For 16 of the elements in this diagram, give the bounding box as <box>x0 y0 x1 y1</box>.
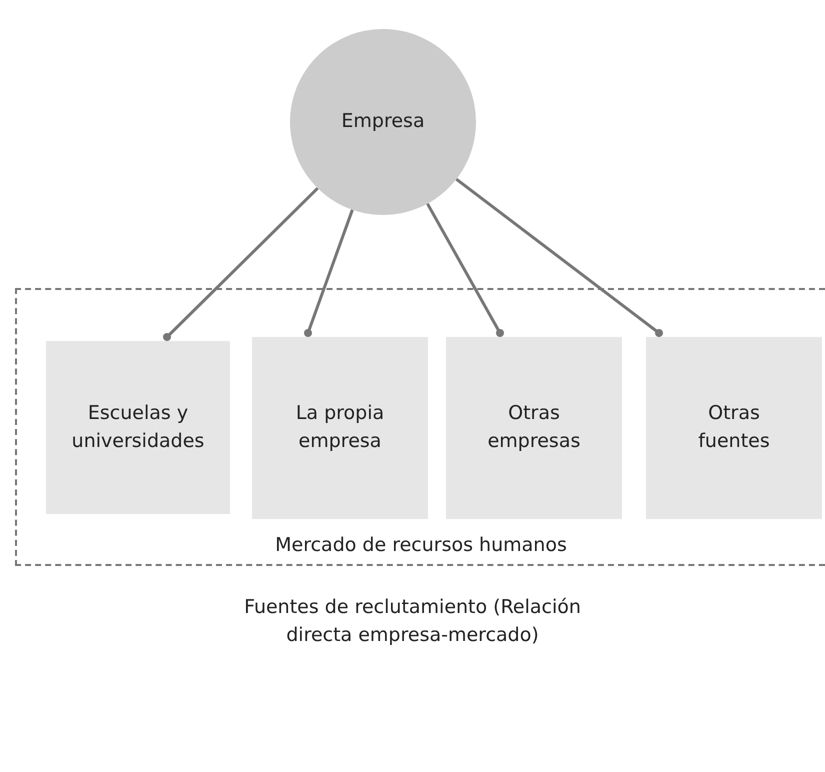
connector-line <box>163 187 319 341</box>
node-label: Otras empresas <box>486 401 582 454</box>
node-label: La propia empresa <box>294 401 386 454</box>
source-box <box>252 337 428 519</box>
caption: Fuentes de reclutamiento (Relación directa empresa-mercado) <box>243 595 582 648</box>
market-group-border <box>15 288 825 566</box>
source-box <box>446 337 622 519</box>
node-label: Escuelas y universidades <box>72 400 204 454</box>
node-label: Otras fuentes <box>697 401 771 454</box>
connector-line <box>304 209 354 337</box>
source-box <box>646 337 822 519</box>
connector-line <box>455 178 663 337</box>
group-label: Mercado de recursos humanos <box>274 534 568 556</box>
source-box <box>46 341 230 514</box>
connector-line <box>426 202 504 337</box>
node-label: Empresa <box>341 109 425 134</box>
